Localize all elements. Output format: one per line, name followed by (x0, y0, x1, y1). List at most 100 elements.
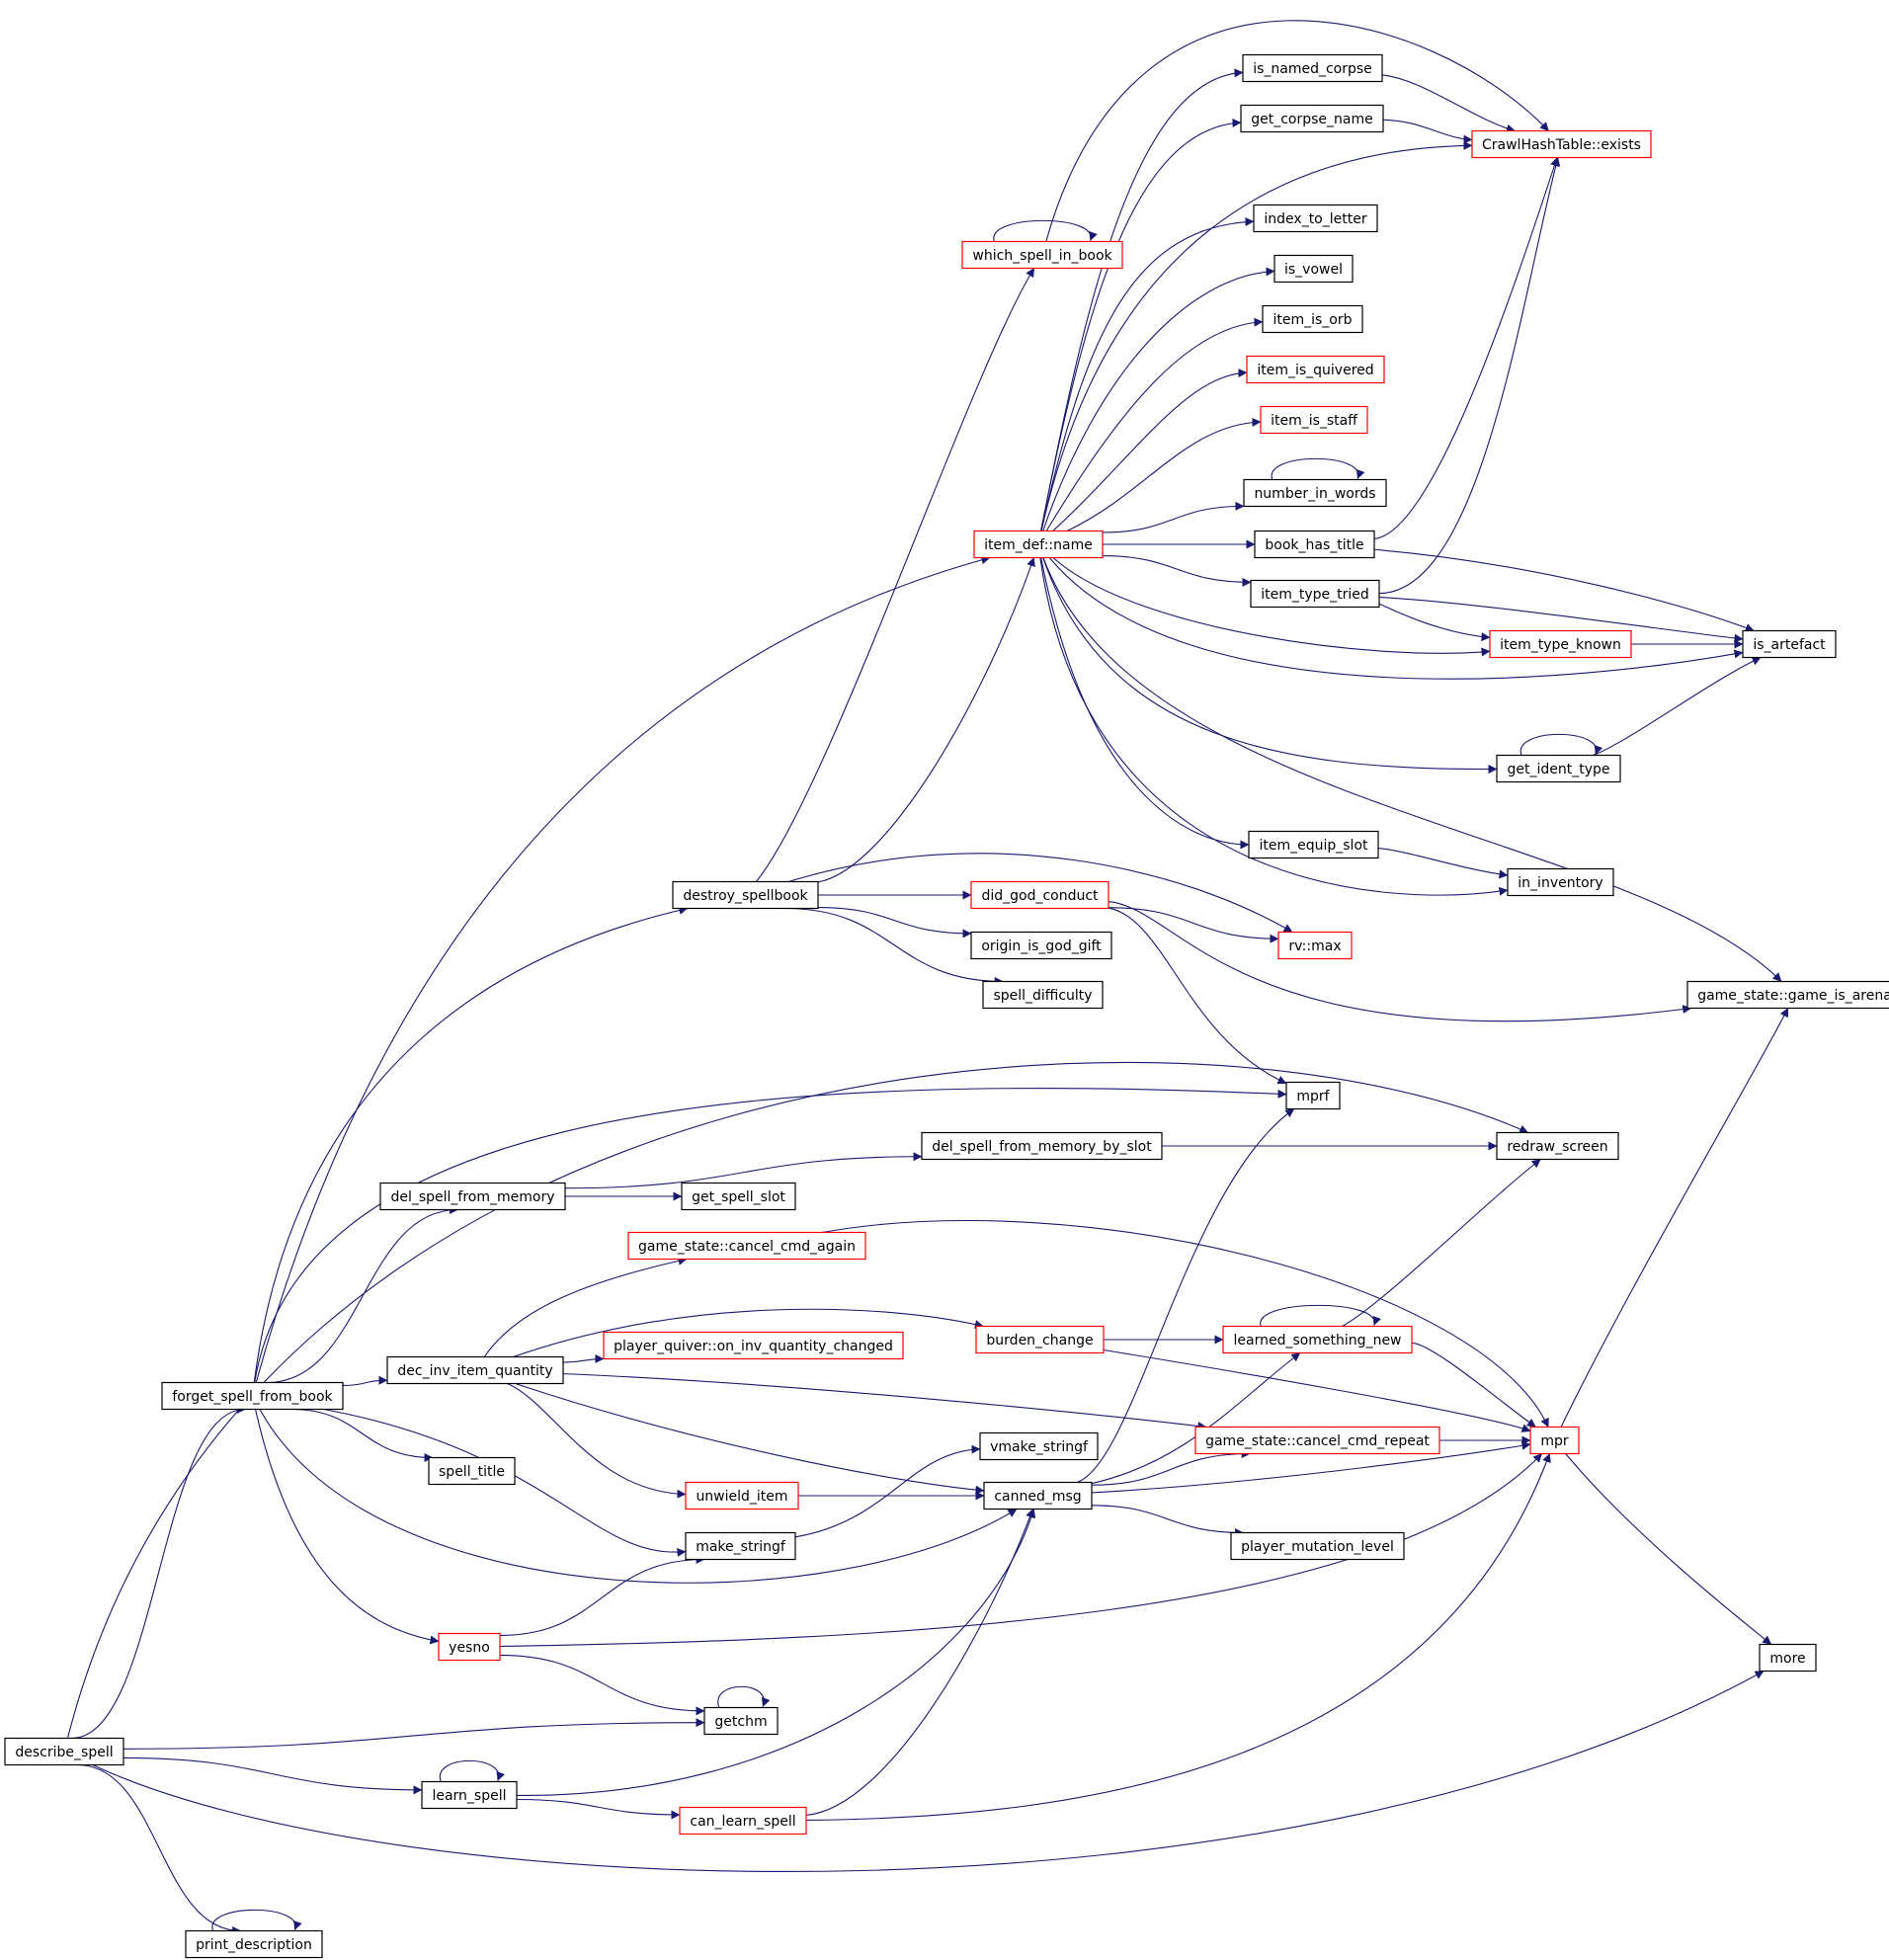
edge-canned_msg-to-cancel_cmd_repeat (1091, 1449, 1251, 1486)
node-learned_something_new[interactable]: learned_something_new (1222, 1325, 1413, 1354)
node-game_is_arena[interactable]: game_state::game_is_arena (1686, 980, 1889, 1010)
node-cancel_cmd_repeat[interactable]: game_state::cancel_cmd_repeat (1194, 1426, 1440, 1455)
node-player_mutation_level[interactable]: player_mutation_level (1230, 1531, 1405, 1561)
node-del_spell_from_memory[interactable]: del_spell_from_memory (379, 1182, 566, 1211)
edge-item_def_name-to-item_is_orb (1045, 317, 1264, 531)
node-box (603, 1331, 904, 1360)
node-item_type_known[interactable]: item_type_known (1489, 629, 1632, 659)
node-index_to_letter[interactable]: index_to_letter (1253, 204, 1378, 233)
node-box (982, 980, 1104, 1010)
node-make_stringf[interactable]: make_stringf (685, 1531, 796, 1561)
edge-dec_inv_item_quantity-to-burden_change (513, 1308, 984, 1358)
node-label: destroy_spellbook (683, 888, 808, 904)
node-label: rv::max (1288, 939, 1341, 954)
node-item_def_name[interactable]: item_def::name (973, 530, 1104, 559)
node-box (1222, 1325, 1413, 1354)
node-canned_msg[interactable]: canned_msg (983, 1481, 1093, 1511)
node-item_is_orb[interactable]: item_is_orb (1262, 304, 1363, 334)
node-item_type_tried[interactable]: item_type_tried (1250, 579, 1380, 609)
node-on_inv_quantity_changed[interactable]: player_quiver::on_inv_quantity_changed (603, 1331, 904, 1360)
node-rv_max[interactable]: rv::max (1277, 931, 1353, 960)
node-getchm[interactable]: getchm (703, 1706, 779, 1736)
node-did_god_conduct[interactable]: did_god_conduct (970, 880, 1109, 910)
node-which_spell_in_book[interactable]: which_spell_in_book (961, 240, 1123, 270)
node-item_is_staff[interactable]: item_is_staff (1260, 405, 1368, 435)
node-box (161, 1381, 344, 1411)
node-del_spell_from_memory_by_slot[interactable]: del_spell_from_memory_by_slot (921, 1131, 1163, 1161)
node-is_vowel[interactable]: is_vowel (1273, 254, 1354, 284)
edge-item_def_name-to-item_equip_slot (1040, 557, 1250, 850)
node-label: game_state::game_is_arena (1697, 988, 1889, 1004)
edge-canned_msg-to-mprf (1076, 1108, 1295, 1484)
edge-forget_spell_from_book-to-make_stringf (323, 1408, 687, 1557)
node-box (685, 1481, 799, 1511)
edge-book_has_title-to-is_artefact (1373, 548, 1755, 632)
node-is_named_corpse[interactable]: is_named_corpse (1242, 53, 1383, 83)
node-box (1230, 1531, 1405, 1561)
node-box (1243, 478, 1387, 508)
node-spell_title[interactable]: spell_title (428, 1456, 516, 1486)
node-more[interactable]: more (1759, 1643, 1817, 1673)
node-get_corpse_name[interactable]: get_corpse_name (1240, 104, 1384, 133)
node-label: item_def::name (984, 537, 1093, 553)
node-get_spell_slot[interactable]: get_spell_slot (681, 1182, 796, 1211)
node-can_learn_spell[interactable]: can_learn_spell (679, 1806, 807, 1836)
node-label: get_corpse_name (1251, 112, 1373, 127)
node-box (703, 1706, 779, 1736)
node-mprf[interactable]: mprf (1285, 1081, 1341, 1110)
node-print_description[interactable]: print_description (185, 1929, 323, 1959)
edge-item_equip_slot-to-in_inventory (1377, 848, 1509, 879)
node-label: get_ident_type (1507, 762, 1609, 777)
edge-learn_spell-to-can_learn_spell (516, 1798, 681, 1820)
node-label: player_quiver::on_inv_quantity_changed (614, 1339, 893, 1354)
node-label: describe_spell (15, 1745, 113, 1760)
edge-canned_msg-to-learned_something_new (1091, 1352, 1301, 1485)
node-crawl_exists[interactable]: CrawlHashTable::exists (1471, 129, 1652, 159)
node-book_has_title[interactable]: book_has_title (1254, 530, 1375, 559)
node-label: get_spell_slot (692, 1189, 785, 1205)
node-redraw_screen[interactable]: redraw_screen (1496, 1131, 1619, 1161)
node-cancel_cmd_again[interactable]: game_state::cancel_cmd_again (627, 1231, 866, 1261)
node-box (685, 1531, 796, 1561)
node-forget_spell_from_book[interactable]: forget_spell_from_book (161, 1381, 344, 1411)
node-vmake_stringf[interactable]: vmake_stringf (979, 1431, 1099, 1461)
node-spell_difficulty[interactable]: spell_difficulty (982, 980, 1104, 1010)
edge-item_def_name-to-is_artefact (1048, 557, 1744, 680)
node-yesno[interactable]: yesno (438, 1632, 501, 1662)
node-number_in_words[interactable]: number_in_words (1243, 478, 1387, 508)
node-box (983, 1481, 1093, 1511)
node-item_equip_slot[interactable]: item_equip_slot (1248, 830, 1379, 859)
edge-number_in_words-to-number_in_words (1271, 457, 1365, 480)
node-describe_spell[interactable]: describe_spell (4, 1737, 124, 1766)
edge-canned_msg-to-player_mutation_level (1091, 1505, 1245, 1537)
edge-did_god_conduct-to-rv_max (1108, 907, 1279, 943)
node-label: redraw_screen (1507, 1139, 1607, 1155)
node-is_artefact[interactable]: is_artefact (1742, 629, 1837, 659)
edge-describe_spell-to-print_description (77, 1763, 242, 1935)
edge-did_god_conduct-to-mprf (1108, 907, 1287, 1085)
node-box (1240, 104, 1384, 133)
edge-item_def_name-to-is_vowel (1042, 267, 1275, 531)
node-box (1248, 830, 1379, 859)
node-burden_change[interactable]: burden_change (975, 1325, 1105, 1354)
node-label: vmake_stringf (990, 1439, 1089, 1455)
node-label: game_state::cancel_cmd_again (638, 1239, 856, 1255)
node-unwield_item[interactable]: unwield_item (685, 1481, 799, 1511)
node-mpr[interactable]: mpr (1529, 1426, 1580, 1455)
edge-item_type_tried-to-crawl_exists (1378, 157, 1561, 595)
node-get_ident_type[interactable]: get_ident_type (1496, 754, 1621, 783)
edge-item_def_name-to-item_type_tried (1102, 555, 1252, 587)
edge-dec_inv_item_quantity-to-cancel_cmd_again (483, 1256, 688, 1357)
node-label: dec_inv_item_quantity (397, 1363, 552, 1379)
node-box (379, 1182, 566, 1211)
node-label: spell_title (439, 1464, 505, 1480)
node-box (1250, 579, 1380, 609)
node-learn_spell[interactable]: learn_spell (421, 1780, 518, 1810)
node-dec_inv_item_quantity[interactable]: dec_inv_item_quantity (386, 1355, 564, 1385)
node-origin_is_god_gift[interactable]: origin_is_god_gift (970, 931, 1112, 960)
edge-forget_spell_from_book-to-mprf (254, 1088, 1287, 1383)
node-destroy_spellbook[interactable]: destroy_spellbook (672, 880, 819, 910)
node-item_is_quivered[interactable]: item_is_quivered (1246, 355, 1385, 384)
node-in_inventory[interactable]: in_inventory (1507, 867, 1614, 897)
edge-can_learn_spell-to-canned_msg (805, 1509, 1034, 1816)
